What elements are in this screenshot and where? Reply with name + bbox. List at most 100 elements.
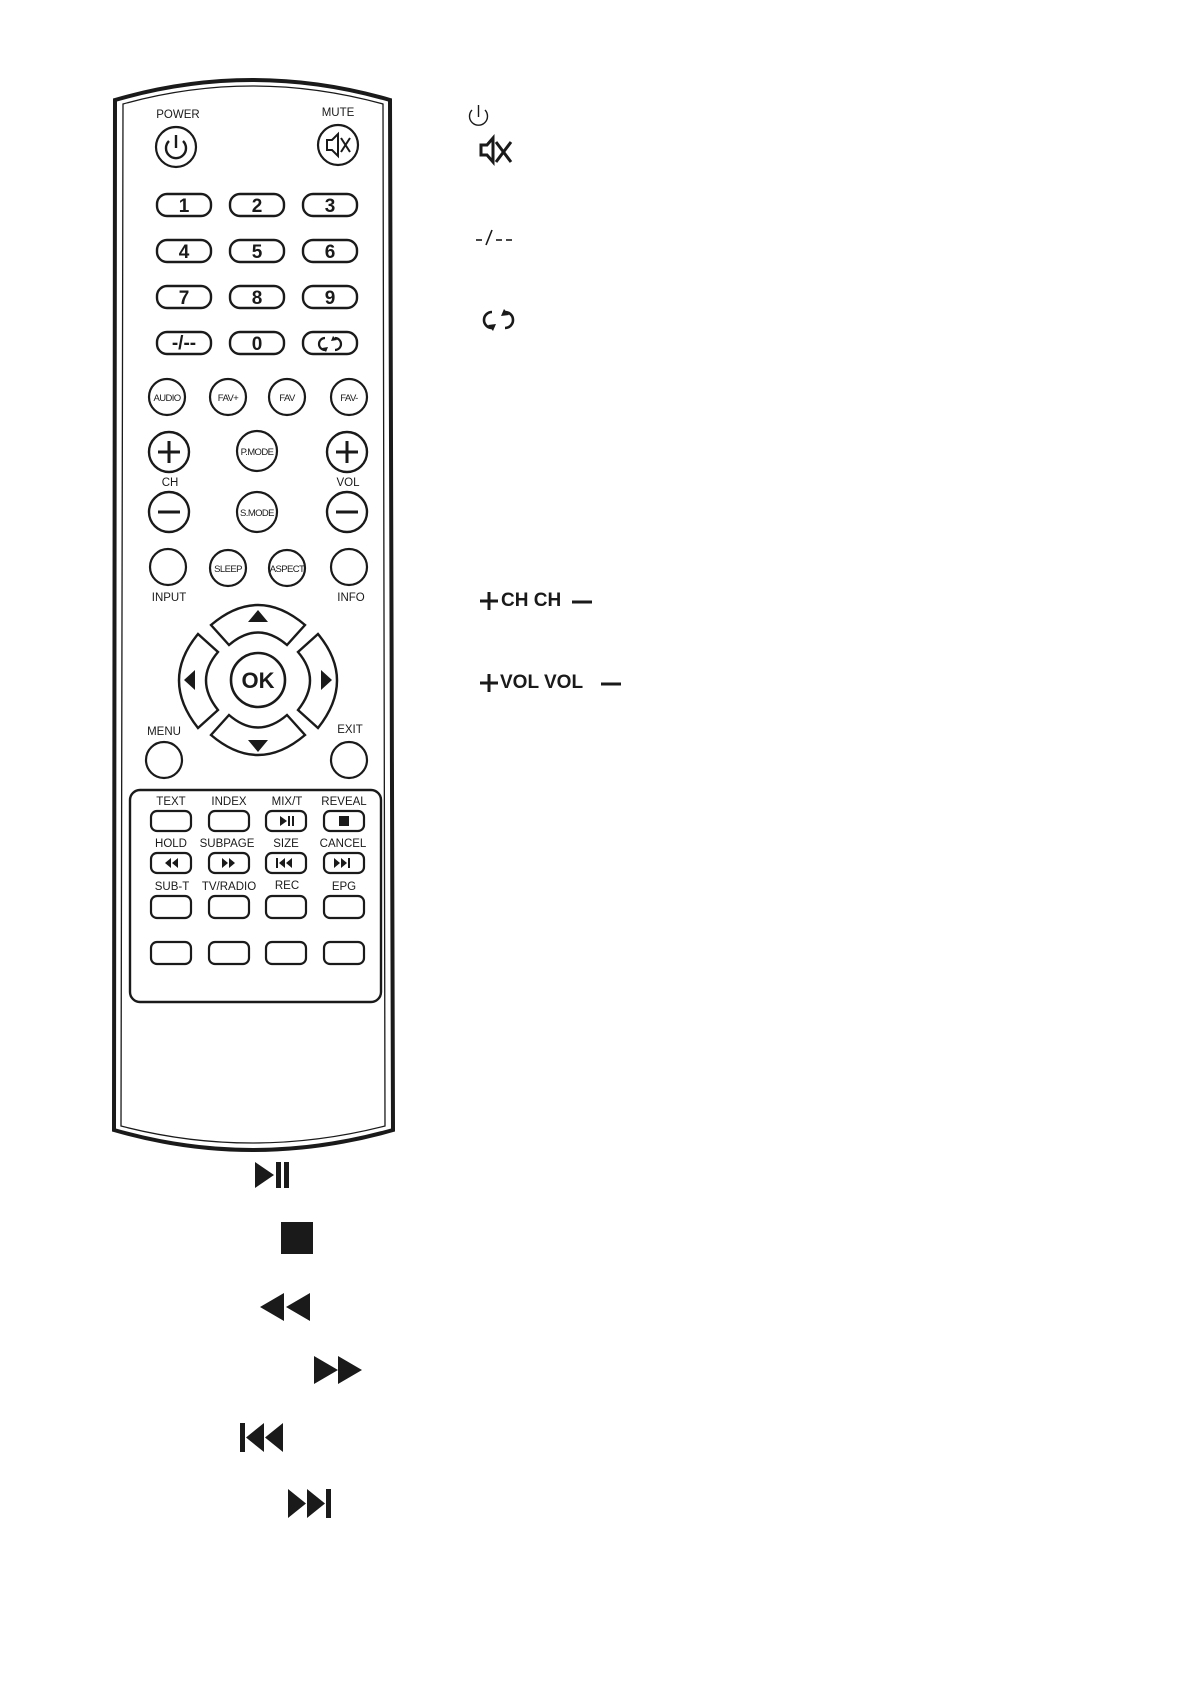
previous-icon — [240, 1423, 283, 1452]
subt-label: SUB-T — [155, 881, 190, 893]
green-button[interactable] — [207, 940, 251, 966]
rewind-icon — [260, 1293, 310, 1321]
reveal-button[interactable] — [322, 809, 366, 833]
legend-ch-plus-icon — [480, 592, 498, 610]
info-label: INFO — [337, 592, 365, 604]
mute-button[interactable] — [316, 123, 360, 167]
svg-text:6: 6 — [325, 242, 336, 263]
key-3[interactable]: 3 — [301, 192, 359, 218]
cancel-button[interactable] — [322, 851, 366, 875]
fast-forward-icon — [314, 1356, 362, 1384]
key-4[interactable]: 4 — [155, 238, 213, 264]
blue-button[interactable] — [322, 940, 366, 966]
smode-button[interactable]: S.MODE — [235, 490, 279, 534]
exit-label: EXIT — [337, 724, 363, 736]
subpage-label: SUBPAGE — [200, 838, 255, 850]
fav-plus-button[interactable]: FAV+ — [208, 377, 248, 417]
tvradio-label: TV/RADIO — [202, 881, 256, 893]
input-label: INPUT — [152, 592, 187, 604]
ch-down-button[interactable] — [147, 490, 191, 534]
key-1[interactable]: 1 — [155, 192, 213, 218]
reveal-label: REVEAL — [321, 796, 367, 808]
input-button[interactable] — [148, 547, 188, 587]
index-label: INDEX — [211, 796, 246, 808]
svg-text:4: 4 — [179, 242, 190, 263]
legend-vol-plus-icon — [480, 674, 498, 692]
svg-text:-/--: -/-- — [172, 333, 196, 354]
svg-text:0: 0 — [252, 334, 263, 355]
svg-text:S.MODE: S.MODE — [240, 508, 274, 519]
svg-text:P.MODE: P.MODE — [241, 447, 274, 458]
svg-text:SLEEP: SLEEP — [214, 564, 242, 575]
ch-up-button[interactable] — [147, 430, 191, 474]
info-button[interactable] — [329, 547, 369, 587]
aspect-button[interactable]: ASPECT — [267, 548, 307, 588]
cancel-label: CANCEL — [320, 838, 367, 850]
sleep-button[interactable]: SLEEP — [208, 548, 248, 588]
dpad-up[interactable] — [209, 603, 307, 647]
svg-text:ASPECT: ASPECT — [270, 564, 305, 575]
text-label: TEXT — [156, 796, 185, 808]
pmode-button[interactable]: P.MODE — [235, 429, 279, 473]
key-recall[interactable] — [301, 330, 359, 356]
menu-button[interactable] — [144, 740, 184, 780]
svg-text:7: 7 — [179, 288, 190, 309]
audio-button[interactable]: AUDIO — [147, 377, 187, 417]
power-button[interactable] — [154, 125, 198, 169]
power-icon — [164, 135, 188, 160]
hold-button[interactable] — [149, 851, 193, 875]
key-8[interactable]: 8 — [228, 284, 286, 310]
dpad-right[interactable] — [296, 632, 339, 730]
red-button[interactable] — [149, 940, 193, 966]
key-7[interactable]: 7 — [155, 284, 213, 310]
mixt-button[interactable] — [264, 809, 308, 833]
power-label: POWER — [156, 109, 199, 121]
key-6[interactable]: 6 — [301, 238, 359, 264]
legend-dash-icon — [476, 229, 512, 246]
rec-button[interactable] — [264, 894, 308, 920]
hold-label: HOLD — [155, 838, 187, 850]
mute-icon — [326, 131, 351, 159]
fav-button[interactable]: FAV — [267, 377, 307, 417]
dpad: OK — [177, 603, 339, 757]
vol-down-button[interactable] — [325, 490, 369, 534]
exit-button[interactable] — [329, 740, 369, 780]
svg-text:9: 9 — [325, 288, 336, 309]
dpad-down[interactable] — [209, 713, 307, 757]
play-pause-icon — [255, 1162, 289, 1188]
svg-text:2: 2 — [252, 196, 263, 217]
key-0[interactable]: 0 — [228, 330, 286, 356]
recall-icon — [317, 336, 343, 352]
tvradio-button[interactable] — [207, 894, 251, 920]
mixt-label: MIX/T — [272, 796, 303, 808]
key-dash[interactable]: -/-- — [155, 330, 213, 356]
subt-button[interactable] — [149, 894, 193, 920]
size-label: SIZE — [273, 838, 299, 850]
svg-text:FAV-: FAV- — [340, 393, 358, 404]
svg-text:8: 8 — [252, 288, 263, 309]
epg-button[interactable] — [322, 894, 366, 920]
yellow-button[interactable] — [264, 940, 308, 966]
svg-text:OK: OK — [242, 668, 275, 693]
size-button[interactable] — [264, 851, 308, 875]
key-2[interactable]: 2 — [228, 192, 286, 218]
key-9[interactable]: 9 — [301, 284, 359, 310]
legend-mute-icon — [479, 133, 513, 167]
legend-power-icon — [468, 105, 489, 126]
key-5[interactable]: 5 — [228, 238, 286, 264]
dpad-left[interactable] — [177, 632, 220, 730]
ch-label: CH — [162, 477, 179, 489]
vol-label: VOL — [336, 477, 360, 489]
mute-label: MUTE — [322, 107, 355, 119]
legend-vol-text: VOL VOL — [500, 672, 584, 693]
index-button[interactable] — [207, 809, 251, 833]
teletext-panel — [128, 788, 383, 1004]
epg-label: EPG — [332, 881, 356, 893]
ok-button[interactable]: OK — [229, 651, 287, 709]
rec-label: REC — [275, 880, 299, 892]
svg-text:3: 3 — [325, 196, 336, 217]
subpage-button[interactable] — [207, 851, 251, 875]
vol-up-button[interactable] — [325, 430, 369, 474]
text-button[interactable] — [149, 809, 193, 833]
fav-minus-button[interactable]: FAV- — [329, 377, 369, 417]
